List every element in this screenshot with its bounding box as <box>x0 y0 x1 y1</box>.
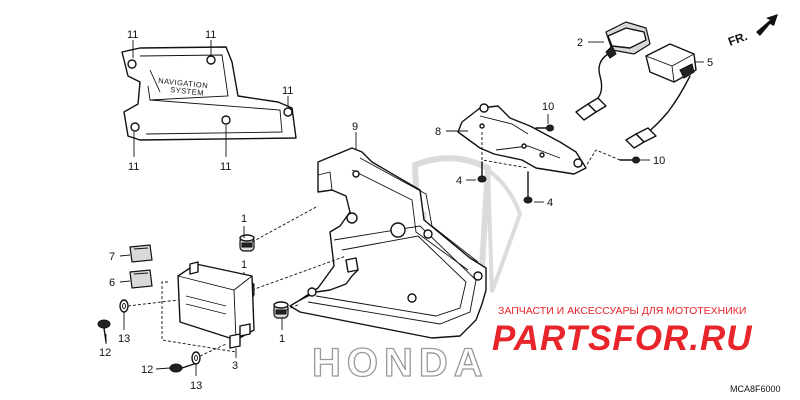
bolt-4-left <box>477 161 487 183</box>
washer-13-lower <box>191 351 201 365</box>
leaders-10 <box>547 114 650 167</box>
honda-logo-text: HONDA <box>312 341 489 385</box>
forward-arrow-icon <box>756 14 778 36</box>
leader-6 <box>119 280 131 283</box>
callout-9: 9 <box>352 121 358 133</box>
callout-1-upper: 1 <box>241 213 247 225</box>
callout-13-lower: 13 <box>190 380 202 392</box>
cover-text-system: SYSTEM <box>170 85 205 97</box>
callout-2: 2 <box>577 37 583 49</box>
callout-8: 8 <box>435 126 441 138</box>
gps-antenna <box>575 21 651 121</box>
leader-7 <box>119 254 131 257</box>
card-7 <box>129 244 153 263</box>
leaders-11 <box>132 40 289 157</box>
callout-1-middle: 1 <box>241 259 247 271</box>
main-bracket-tray <box>289 147 487 339</box>
callout-13-upper: 13 <box>118 333 130 345</box>
antenna-bracket <box>457 103 587 175</box>
callout-10-upper: 10 <box>542 101 554 113</box>
dashed-bracket-left <box>161 281 237 353</box>
screw-12-upper <box>97 319 111 343</box>
callout-11-bottom-left: 11 <box>128 161 139 173</box>
leaders-12-13 <box>105 299 227 376</box>
callout-11-top-mid: 11 <box>205 29 216 41</box>
leaders-4 <box>466 179 544 203</box>
callout-4-left: 4 <box>456 175 462 187</box>
watermark-caption: ЗАПЧАСТИ И АКСЕССУАРЫ ДЛЯ МОТОТЕХНИКИ <box>498 305 746 317</box>
card-6 <box>129 269 153 289</box>
diagram-code: MCA8F6000 <box>730 384 781 394</box>
callout-numbers: 11 11 11 11 11 9 1 1 1 7 6 3 12 13 12 13… <box>99 29 713 392</box>
screw-10-upper <box>535 124 554 132</box>
grommet-lower <box>273 301 289 319</box>
screw-12-lower <box>169 363 195 373</box>
grommet-upper <box>239 234 255 252</box>
watermark-brand: PARTSFOR.RU <box>492 319 753 358</box>
callout-10-lower: 10 <box>653 155 665 167</box>
callout-5: 5 <box>707 57 713 69</box>
direction-label: FR. <box>726 29 749 49</box>
dashed-bracket-8 <box>446 130 529 169</box>
bolt-4-right <box>523 171 533 204</box>
callout-11-right: 11 <box>282 85 293 97</box>
callout-6: 6 <box>109 277 115 289</box>
callout-11-top-left: 11 <box>127 29 138 41</box>
callout-11-bottom-mid: 11 <box>220 161 231 173</box>
navigation-unit <box>177 261 255 349</box>
navigation-cover-plate <box>121 46 297 141</box>
callout-4-right: 4 <box>547 197 553 209</box>
callout-3: 3 <box>232 360 238 372</box>
satellite-antenna <box>625 43 697 149</box>
callout-12-upper: 12 <box>99 347 111 359</box>
washer-13-upper <box>119 299 129 313</box>
callout-12-lower: 12 <box>141 364 153 376</box>
callout-1-lower: 1 <box>279 333 285 345</box>
callout-7: 7 <box>109 251 115 263</box>
screw-10-lower <box>619 156 640 164</box>
